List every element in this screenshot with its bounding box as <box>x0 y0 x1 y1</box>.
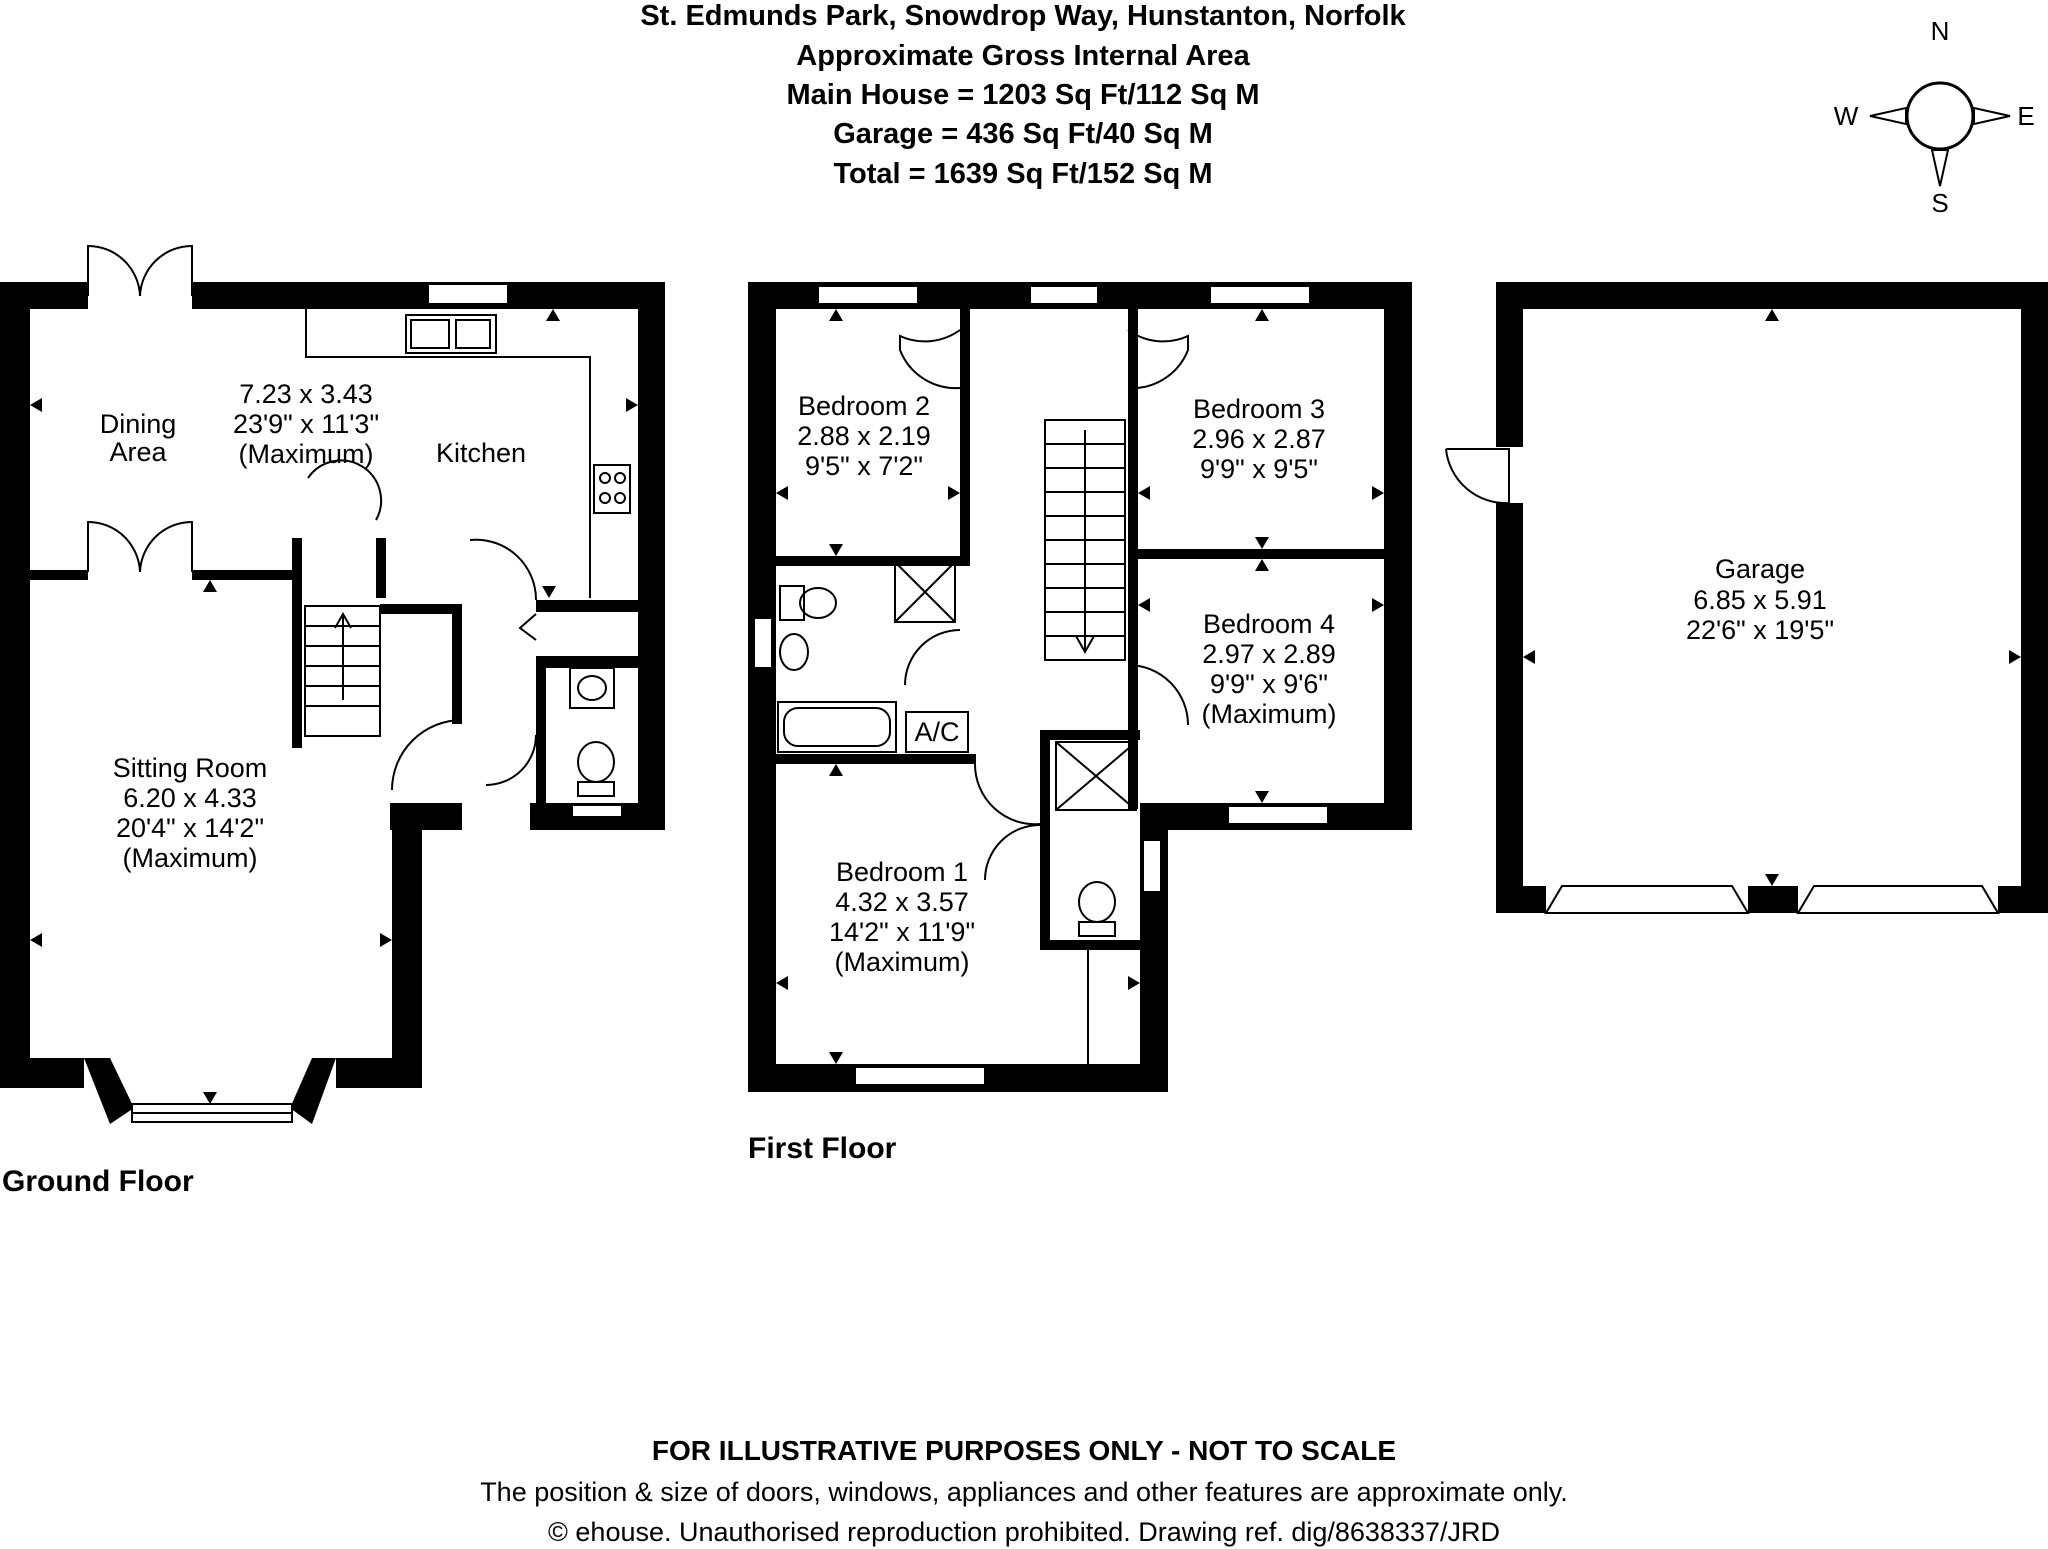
bedroom-2-label: Bedroom 2 <box>798 391 930 421</box>
compass-icon: N S W E <box>1834 16 2035 218</box>
garage-imperial: 22'6" x 19'5" <box>1686 615 1834 645</box>
area-title: Approximate Gross Internal Area <box>796 40 1250 72</box>
first-floor-plan: Bedroom 2 2.88 x 2.19 9'5" x 7'2" Bedroo… <box>748 282 1412 1165</box>
garage-metric: 6.85 x 5.91 <box>1693 585 1827 615</box>
kitchen-dims-note: (Maximum) <box>239 439 374 469</box>
bedroom-2-imperial: 9'5" x 7'2" <box>805 451 923 481</box>
bedroom-1-imperial: 14'2" x 11'9" <box>829 917 975 947</box>
bedroom-1-note: (Maximum) <box>835 947 970 977</box>
sitting-room-metric: 6.20 x 4.33 <box>123 783 257 813</box>
disclaimer-text: FOR ILLUSTRATIVE PURPOSES ONLY - NOT TO … <box>652 1435 1396 1466</box>
ground-floor-label: Ground Floor <box>2 1165 194 1198</box>
kitchen-label: Kitchen <box>436 438 526 468</box>
garage-area: Garage = 436 Sq Ft/40 Sq M <box>833 118 1213 150</box>
footer: FOR ILLUSTRATIVE PURPOSES ONLY - NOT TO … <box>480 1435 1568 1547</box>
garage-plan: Garage 6.85 x 5.91 22'6" x 19'5" <box>1445 282 2048 914</box>
compass-north: N <box>1931 16 1950 46</box>
ac-label: A/C <box>914 717 959 747</box>
bedroom-1-label: Bedroom 1 <box>836 857 968 887</box>
first-floor-label: First Floor <box>748 1132 897 1165</box>
total-area: Total = 1639 Sq Ft/152 Sq M <box>834 158 1213 190</box>
garage-label: Garage <box>1715 554 1805 584</box>
header: St. Edmunds Park, Snowdrop Way, Hunstant… <box>640 0 1406 190</box>
main-house-area: Main House = 1203 Sq Ft/112 Sq M <box>786 79 1259 111</box>
dining-area-label-1: Dining <box>100 409 177 439</box>
sitting-room-label: Sitting Room <box>113 753 268 783</box>
bedroom-3-metric: 2.96 x 2.87 <box>1192 424 1326 454</box>
compass-west: W <box>1834 101 1859 131</box>
bedroom-4-imperial: 9'9" x 9'6" <box>1210 669 1328 699</box>
bedroom-3-imperial: 9'9" x 9'5" <box>1200 454 1318 484</box>
bedroom-1-metric: 4.32 x 3.57 <box>835 887 969 917</box>
bedroom-4-note: (Maximum) <box>1202 699 1337 729</box>
sitting-room-note: (Maximum) <box>123 843 258 873</box>
bedroom-2-metric: 2.88 x 2.19 <box>797 421 931 451</box>
compass-south: S <box>1931 188 1948 218</box>
dining-area-label-2: Area <box>109 437 167 467</box>
sitting-room-imperial: 20'4" x 14'2" <box>116 813 264 843</box>
ground-floor-plan: Dining Area 7.23 x 3.43 23'9" x 11'3" (M… <box>0 244 665 1198</box>
copyright-text: © ehouse. Unauthorised reproduction proh… <box>548 1517 1500 1547</box>
bedroom-4-label: Bedroom 4 <box>1203 609 1335 639</box>
bedroom-3-label: Bedroom 3 <box>1193 394 1325 424</box>
kitchen-dims-metric: 7.23 x 3.43 <box>239 379 373 409</box>
kitchen-dims-imperial: 23'9" x 11'3" <box>233 409 379 439</box>
bedroom-4-metric: 2.97 x 2.89 <box>1202 639 1336 669</box>
approximate-note: The position & size of doors, windows, a… <box>480 1477 1568 1507</box>
compass-east: E <box>2017 101 2034 131</box>
address-title: St. Edmunds Park, Snowdrop Way, Hunstant… <box>640 0 1406 32</box>
